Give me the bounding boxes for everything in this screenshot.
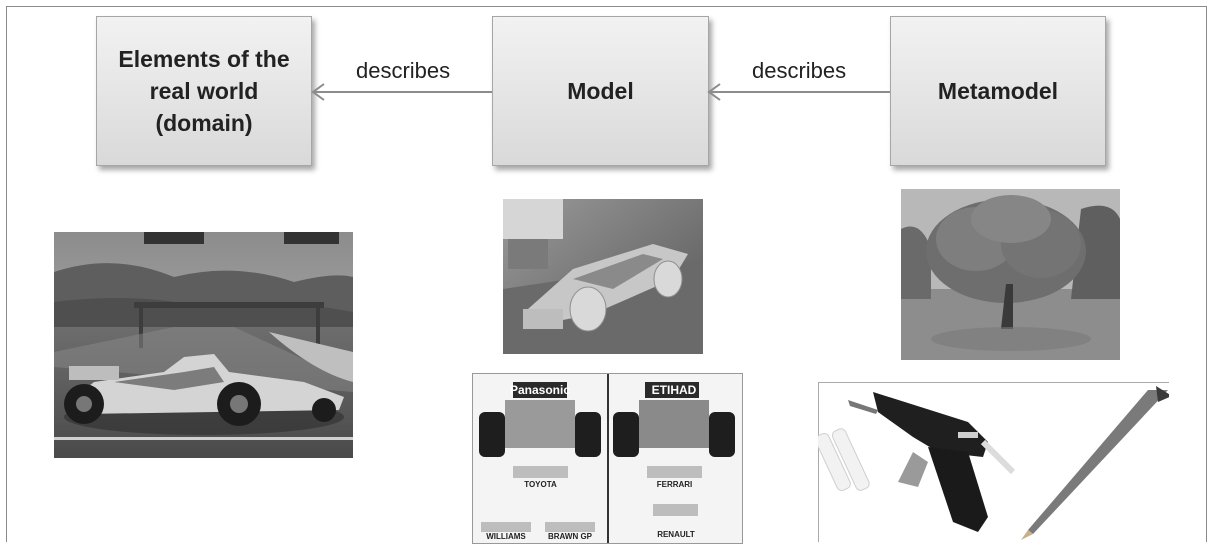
tree-photo <box>901 189 1120 360</box>
williams-label: WILLIAMS <box>486 532 526 541</box>
panasonic-label: Panasonic <box>509 383 571 397</box>
arrow-model-to-domain <box>311 83 492 101</box>
domain-box: Elements of the real world (domain) <box>96 16 312 166</box>
ferrari-label: FERRARI <box>656 480 693 489</box>
arrow-metamodel-to-model <box>707 83 890 101</box>
toyota-label: TOYOTA <box>524 480 557 489</box>
etihad-label: ETIHAD <box>651 383 697 397</box>
glue-gun-photo <box>818 382 1169 542</box>
edge-label-describes-2: describes <box>752 58 847 83</box>
metamodel-box: Metamodel <box>890 16 1106 166</box>
diagram-frame <box>6 6 1207 542</box>
front-wing-diagram: Panasonic ETIHAD TOYOTA FERRARI WILLIAMS… <box>472 373 743 544</box>
edge-label-describes-1: describes <box>356 58 451 83</box>
renault-label: RENAULT <box>657 530 695 539</box>
front-wing-drawing <box>473 374 742 543</box>
model-car-photo <box>503 199 703 354</box>
brawn-gp-label: BRAWN GP <box>548 532 592 541</box>
race-car-photo <box>54 232 353 458</box>
model-box: Model <box>492 16 709 166</box>
